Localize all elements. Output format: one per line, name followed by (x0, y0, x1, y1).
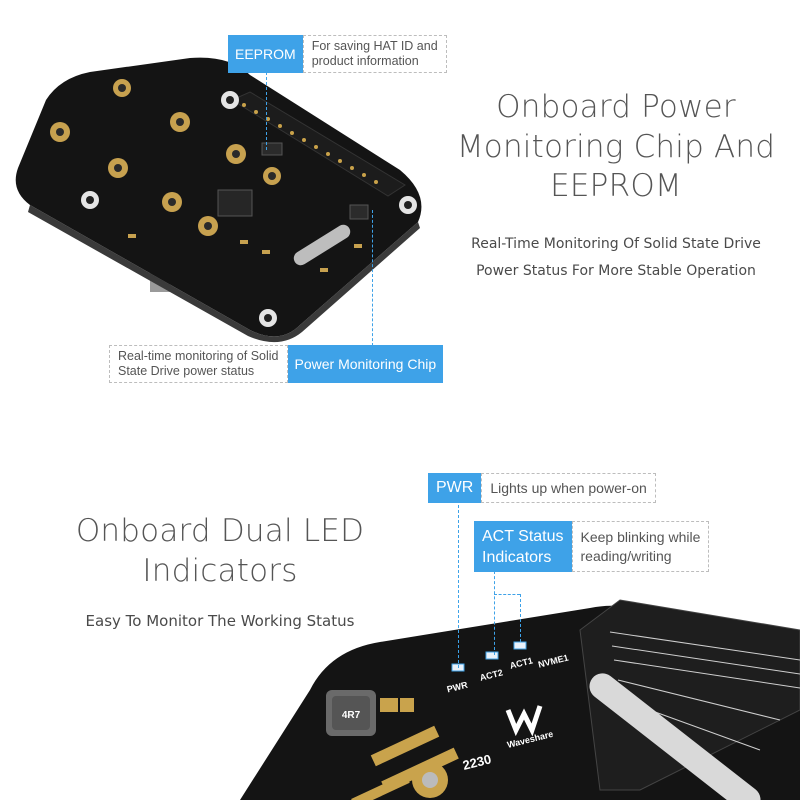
power-chip-badge: Power Monitoring Chip (287, 345, 444, 383)
section1-title: Onboard Power Monitoring Chip And EEPROM (440, 88, 792, 207)
eeprom-leader-line (266, 72, 267, 150)
section2-title: Onboard Dual LED Indicators (40, 512, 400, 591)
act-leader-line-3 (520, 594, 521, 642)
act1-led (513, 641, 527, 650)
eeprom-note-line-2: product information (311, 54, 419, 68)
waveshare-logo-icon (505, 705, 543, 737)
board-label-size: 2230 (461, 751, 493, 773)
power-chip-note: Real-time monitoring of Solid State Driv… (109, 345, 288, 383)
act-badge: ACT Status Indicators (474, 521, 572, 572)
pwr-leader-line (458, 500, 459, 668)
act-badge-line-1: ACT Status (482, 527, 564, 545)
pwr-callout: PWR Lights up when power-on (428, 473, 656, 503)
power-chip-leader-line (372, 210, 373, 346)
led-board-image: 4R7 PWR ACT2 ACT1 NVME1 2230 Waveshare (240, 599, 800, 800)
section1-title-line-3: EEPROM (550, 168, 682, 205)
act-badge-line-2: Indicators (482, 548, 552, 566)
act-note: Keep blinking while reading/writing (571, 521, 710, 572)
hat-board-image (15, 57, 422, 343)
section2-description: Easy To Monitor The Working Status (85, 612, 355, 630)
section1-title-line-2: Monitoring Chip And (456, 128, 776, 165)
act-leader-line-1 (494, 571, 495, 655)
act-leader-line-2 (494, 594, 520, 595)
act-note-line-1: Keep blinking while (580, 528, 701, 545)
power-chip-callout: Real-time monitoring of Solid State Driv… (109, 345, 444, 383)
inductor-label: 4R7 (342, 710, 361, 721)
power-chip-note-line-2: State Drive power status (118, 364, 255, 378)
act2-led (485, 651, 499, 660)
section1-desc-line-1: Real-Time Monitoring Of Solid State Driv… (471, 236, 761, 252)
eeprom-note-line-1: For saving HAT ID and (311, 39, 438, 53)
section2-title-line-1: Onboard Dual LED (75, 513, 365, 549)
power-chip-note-line-1: Real-time monitoring of Solid (118, 349, 279, 363)
pwr-note: Lights up when power-on (481, 473, 656, 503)
eeprom-note: For saving HAT ID and product informatio… (302, 35, 447, 73)
pwr-badge: PWR (428, 473, 482, 503)
eeprom-callout: EEPROM For saving HAT ID and product inf… (228, 35, 447, 73)
section1-desc-line-2: Power Status For More Stable Operation (476, 263, 756, 279)
act-note-line-2: reading/writing (580, 547, 672, 564)
section2-title-line-2: Indicators (142, 552, 298, 589)
section1-description: Real-Time Monitoring Of Solid State Driv… (440, 231, 792, 285)
act-callout: ACT Status Indicators Keep blinking whil… (474, 521, 710, 572)
section1-title-line-1: Onboard Power (496, 89, 736, 125)
eeprom-badge: EEPROM (228, 35, 303, 73)
